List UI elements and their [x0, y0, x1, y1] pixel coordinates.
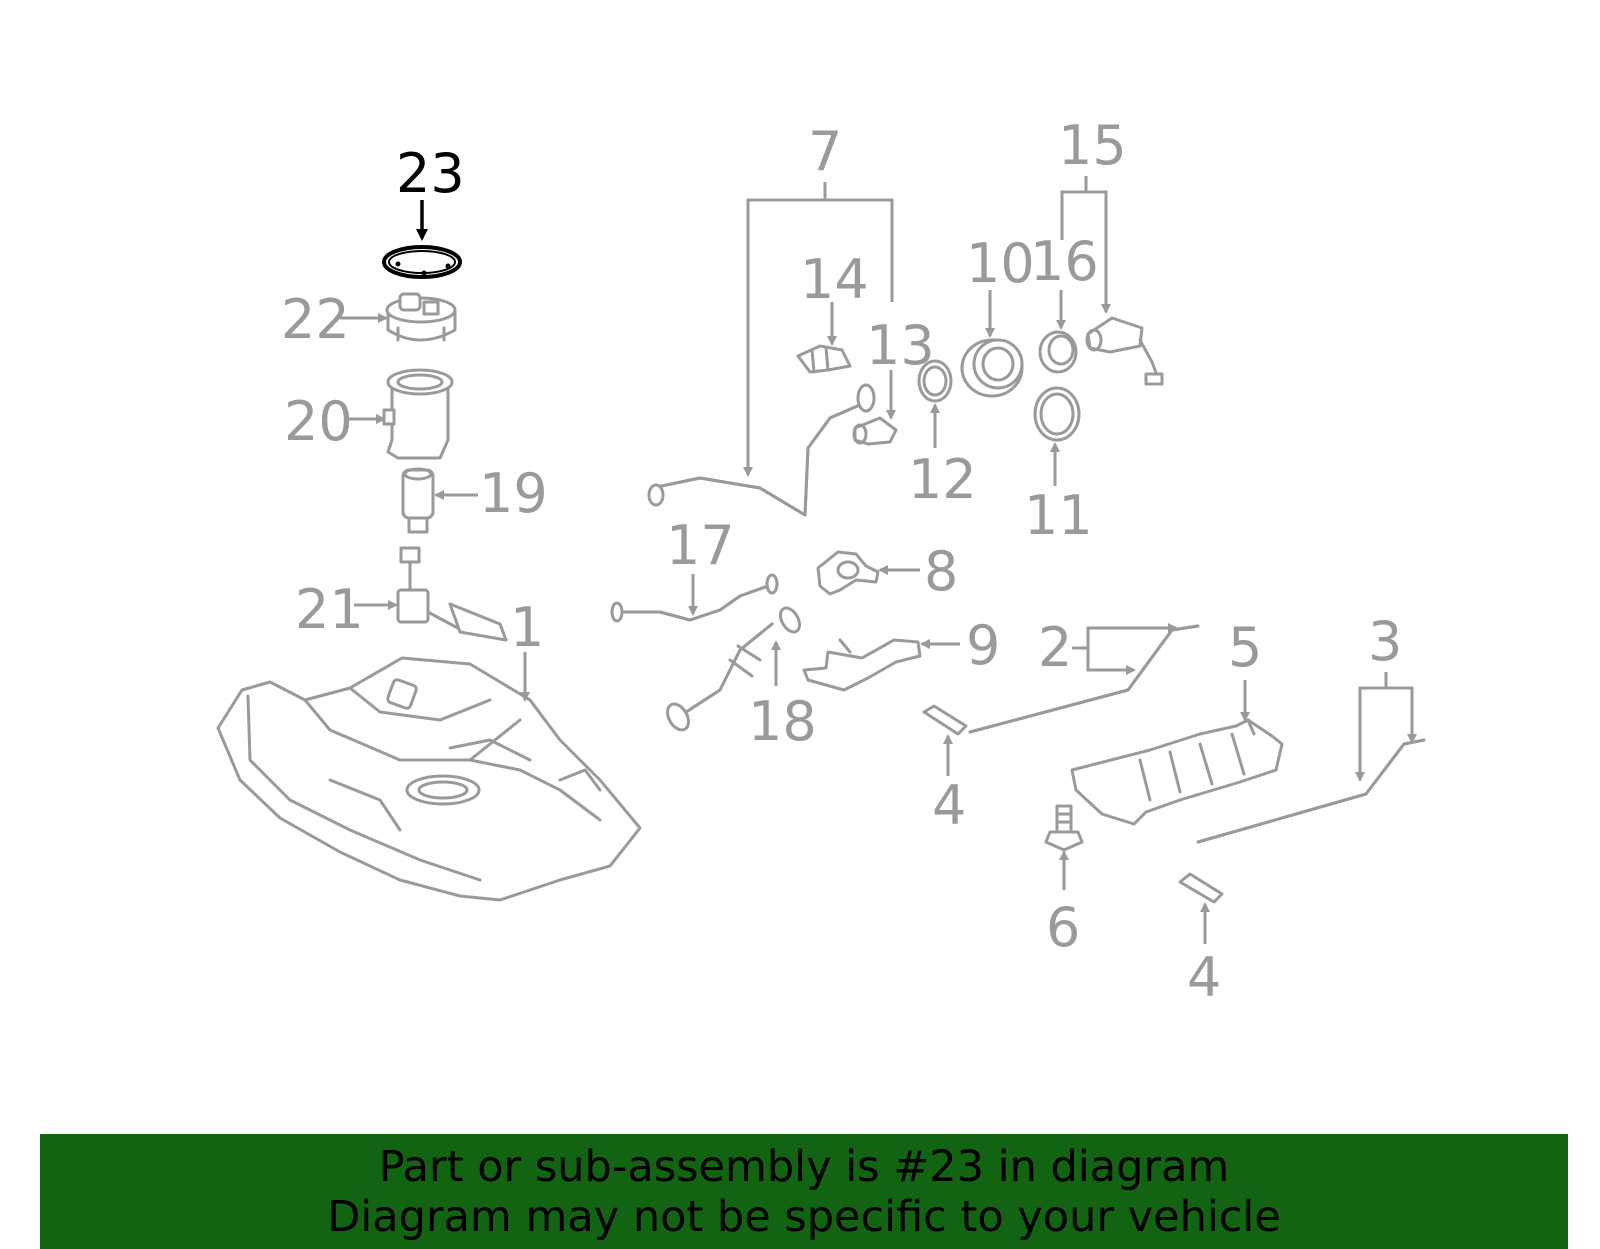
- callout-8[interactable]: 8: [924, 540, 958, 603]
- callout-6[interactable]: 6: [1046, 896, 1080, 959]
- banner-line-part-number: Part or sub-assembly is #23 in diagram: [378, 1142, 1230, 1192]
- callout-13[interactable]: 13: [866, 314, 935, 377]
- callout-5[interactable]: 5: [1228, 616, 1262, 679]
- callout-11[interactable]: 11: [1024, 484, 1093, 547]
- part-11-o-ring[interactable]: [1033, 386, 1081, 442]
- part-15-lid-actuator[interactable]: [1085, 316, 1164, 386]
- part-6-bolt[interactable]: [1044, 804, 1084, 852]
- callout-14[interactable]: 14: [800, 248, 869, 311]
- callout-1[interactable]: 1: [510, 596, 544, 659]
- part-18-filler-hose[interactable]: [663, 605, 803, 734]
- bracket-7: [746, 198, 894, 475]
- callout-18[interactable]: 18: [748, 690, 817, 753]
- part-22-sender-cap[interactable]: [385, 292, 457, 342]
- callout-4-lower[interactable]: 4: [1187, 946, 1221, 1009]
- callout-4-upper[interactable]: 4: [932, 774, 966, 837]
- part-9-support-bracket[interactable]: [802, 638, 922, 692]
- info-banner: Part or sub-assembly is #23 in diagram D…: [40, 1134, 1568, 1249]
- callout-7[interactable]: 7: [808, 120, 842, 183]
- part-13-hose[interactable]: [852, 416, 898, 446]
- callout-15[interactable]: 15: [1058, 114, 1127, 177]
- part-1-fuel-tank[interactable]: [216, 656, 642, 902]
- callout-9[interactable]: 9: [966, 614, 1000, 677]
- bracket-15: [1060, 190, 1108, 310]
- part-4-strap-pad[interactable]: [922, 704, 968, 736]
- callout-23[interactable]: 23: [396, 142, 465, 205]
- callout-20[interactable]: 20: [284, 390, 353, 453]
- part-4-strap-pad-lower[interactable]: [1178, 872, 1224, 904]
- part-14-clip[interactable]: [796, 344, 852, 374]
- part-2-tank-strap[interactable]: [968, 624, 1200, 734]
- part-19-fuel-pump[interactable]: [401, 467, 435, 534]
- part-17-breather-tube[interactable]: [610, 573, 779, 623]
- callout-22[interactable]: 22: [281, 288, 350, 351]
- part-10-filler-housing[interactable]: [960, 338, 1024, 398]
- part-23-lock-ring[interactable]: [382, 245, 462, 279]
- bracket-2: [1072, 626, 1176, 650]
- part-7-filler-pipe[interactable]: [647, 383, 876, 517]
- callout-17[interactable]: 17: [666, 514, 735, 577]
- callout-12[interactable]: 12: [908, 448, 977, 511]
- part-16-gas-cap[interactable]: [1038, 330, 1078, 374]
- part-21-sender-gauge[interactable]: [396, 546, 508, 642]
- part-12-gasket[interactable]: [917, 359, 953, 403]
- callout-10[interactable]: 10: [966, 232, 1035, 295]
- callout-21[interactable]: 21: [295, 578, 364, 641]
- callout-2[interactable]: 2: [1038, 616, 1072, 679]
- callout-16[interactable]: 16: [1030, 230, 1099, 293]
- bracket-2b: [1086, 648, 1134, 672]
- banner-line-disclaimer: Diagram may not be specific to your vehi…: [327, 1192, 1281, 1242]
- part-5-heat-shield[interactable]: [1070, 718, 1284, 826]
- part-8-bracket[interactable]: [816, 550, 880, 596]
- part-20-filter-housing[interactable]: [382, 368, 454, 460]
- callout-3[interactable]: 3: [1368, 610, 1402, 673]
- callout-19[interactable]: 19: [479, 462, 548, 525]
